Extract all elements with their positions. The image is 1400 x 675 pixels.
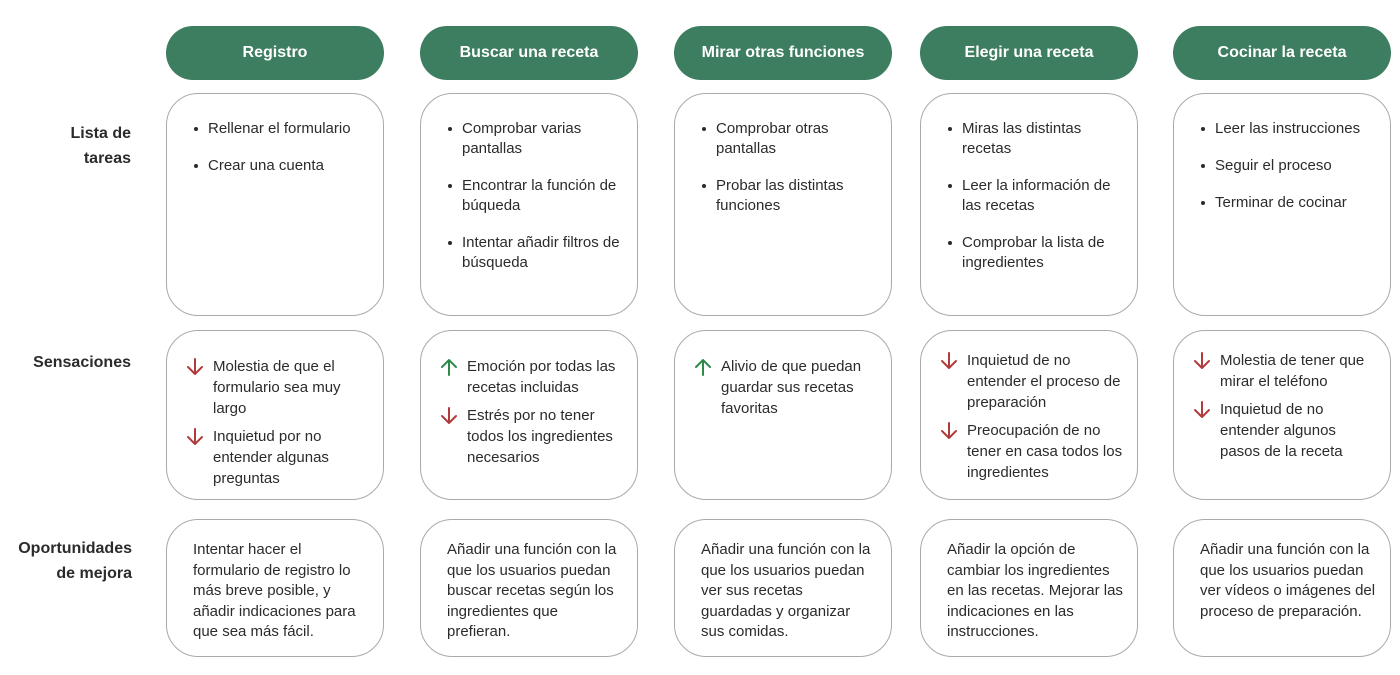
task-item: Comprobar otras pantallas (701, 119, 877, 159)
feeling-text: Estrés por no tener todos los ingredient… (467, 407, 613, 466)
feeling-item-down: Inquietud por no entender algunas pregun… (185, 426, 373, 489)
feelings-card-3: Alivio de que puedan guardar sus recetas… (674, 330, 892, 500)
feeling-text: Inquietud de no entender algunos pasos d… (1220, 401, 1343, 460)
stage-header-2: Buscar una receta (420, 26, 638, 80)
stage-header-3: Mirar otras funciones (674, 26, 892, 80)
task-item: Rellenar el formulario (193, 119, 369, 139)
opportunity-card-5: Añadir una función con la que los usuari… (1173, 519, 1391, 657)
row-label-opportunities: Oportunidades de mejora (0, 536, 132, 586)
feeling-item-down: Estrés por no tener todos los ingredient… (439, 405, 627, 468)
feeling-text: Alivio de que puedan guardar sus recetas… (721, 358, 862, 417)
feeling-item-down: Molestia de tener que mirar el teléfono (1192, 350, 1380, 392)
opportunity-card-4: Añadir la opción de cambiar los ingredie… (920, 519, 1138, 657)
stage-header-1: Registro (166, 26, 384, 80)
feeling-text: Inquietud por no entender algunas pregun… (213, 428, 329, 487)
feeling-text: Molestia de tener que mirar el teléfono (1220, 352, 1365, 390)
feeling-item-up: Alivio de que puedan guardar sus recetas… (693, 356, 881, 419)
row-label-feelings: Sensaciones (0, 350, 131, 375)
feeling-text: Preocupación de no tener en casa todos l… (967, 422, 1123, 481)
feeling-text: Emoción por todas las recetas incluidas (467, 358, 616, 396)
task-item: Intentar añadir filtros de búsqueda (447, 233, 623, 273)
feeling-text: Inquietud de no entender el proceso de p… (967, 352, 1121, 411)
feelings-list: Molestia de que el formulario sea muy la… (185, 356, 373, 496)
arrow-down-icon (187, 428, 203, 445)
opportunity-card-2: Añadir una función con la que los usuari… (420, 519, 638, 657)
task-item: Probar las distintas funciones (701, 176, 877, 216)
task-item: Crear una cuenta (193, 156, 369, 176)
row-label-tasks-line2: tareas (83, 150, 131, 167)
feeling-text: Molestia de que el formulario sea muy la… (213, 358, 341, 417)
feelings-card-4: Inquietud de no entender el proceso de p… (920, 330, 1138, 500)
opportunity-text: Añadir una función con la que los usuari… (1200, 541, 1376, 620)
opportunity-text: Añadir una función con la que los usuari… (447, 541, 617, 640)
opportunity-card-1: Intentar hacer el formulario de registro… (166, 519, 384, 657)
stage-header-5: Cocinar la receta (1173, 26, 1391, 80)
task-item: Seguir el proceso (1200, 156, 1376, 176)
task-item: Miras las distintas recetas (947, 119, 1123, 159)
feeling-item-down: Molestia de que el formulario sea muy la… (185, 356, 373, 419)
feeling-item-down: Inquietud de no entender el proceso de p… (939, 350, 1127, 413)
feeling-item-up: Emoción por todas las recetas incluidas (439, 356, 627, 398)
opportunity-text: Añadir una función con la que los usuari… (701, 541, 871, 640)
arrow-down-icon (1194, 352, 1210, 369)
task-item: Leer las instrucciones (1200, 119, 1376, 139)
stage-header-4: Elegir una receta (920, 26, 1138, 80)
opportunity-text: Intentar hacer el formulario de registro… (193, 541, 356, 640)
opportunity-card-3: Añadir una función con la que los usuari… (674, 519, 892, 657)
arrow-down-icon (941, 352, 957, 369)
task-item: Comprobar varias pantallas (447, 119, 623, 159)
arrow-down-icon (187, 358, 203, 375)
arrow-down-icon (1194, 401, 1210, 418)
task-item: Encontrar la función de búqueda (447, 176, 623, 216)
task-item: Comprobar la lista de ingredientes (947, 233, 1123, 273)
task-item: Leer la información de las recetas (947, 176, 1123, 216)
row-label-tasks: Lista de tareas (0, 121, 131, 171)
feelings-list: Inquietud de no entender el proceso de p… (939, 350, 1127, 490)
row-label-opportunities-line1: Oportunidades (18, 540, 132, 557)
row-label-feelings-text: Sensaciones (33, 354, 131, 371)
row-label-opportunities-line2: de mejora (56, 565, 132, 582)
opportunity-text: Añadir la opción de cambiar los ingredie… (947, 541, 1123, 640)
row-label-tasks-line1: Lista de (70, 125, 131, 142)
arrow-down-icon (441, 407, 457, 424)
feelings-list: Alivio de que puedan guardar sus recetas… (693, 356, 881, 426)
feelings-card-1: Molestia de que el formulario sea muy la… (166, 330, 384, 500)
feeling-item-down: Inquietud de no entender algunos pasos d… (1192, 399, 1380, 462)
task-item: Terminar de cocinar (1200, 193, 1376, 213)
arrow-down-icon (941, 422, 957, 439)
arrow-up-icon (695, 359, 711, 376)
arrow-up-icon (441, 359, 457, 376)
feeling-item-down: Preocupación de no tener en casa todos l… (939, 420, 1127, 483)
